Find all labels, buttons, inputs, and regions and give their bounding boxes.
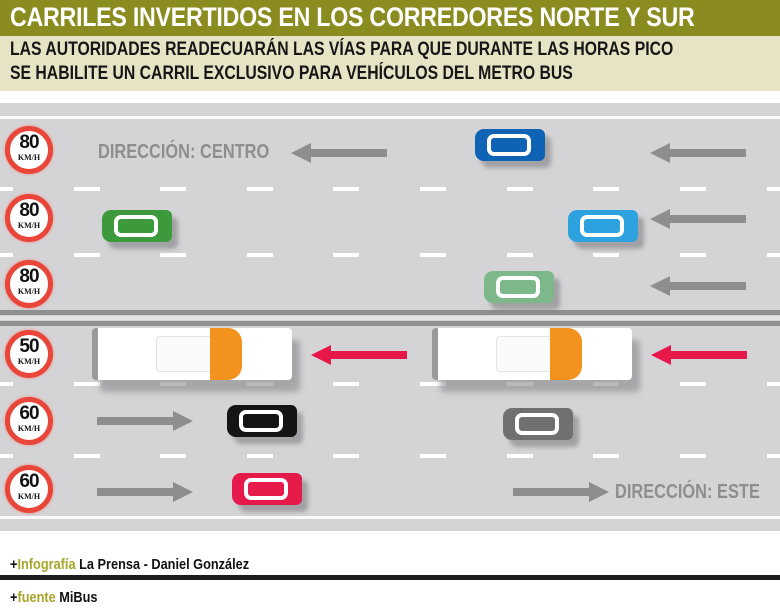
car-green xyxy=(102,210,172,242)
arrow-left-icon xyxy=(650,143,746,163)
speed-limit-sign-lane-3: 80 KM/H xyxy=(5,260,53,308)
direction-label-centro: DIRECCIÓN: CENTRO xyxy=(98,141,270,163)
arrow-left-icon xyxy=(291,143,387,163)
credit-line: +Infografía La Prensa - Daniel González xyxy=(10,556,250,573)
metrobus-arrow-left-icon xyxy=(311,345,407,365)
car-gray xyxy=(503,408,573,440)
subtitle-band: LAS AUTORIDADES READECUARÁN LAS VÍAS PAR… xyxy=(0,36,780,91)
car-black xyxy=(227,405,297,437)
arrow-right-icon xyxy=(97,482,193,502)
speed-limit-sign-lane-4: 50 KM/H xyxy=(5,330,53,378)
car-light-blue xyxy=(568,210,638,242)
car-red xyxy=(232,473,302,505)
speed-limit-sign-lane-6: 60 KM/H xyxy=(5,465,53,513)
direction-label-este: DIRECCIÓN: ESTE xyxy=(615,481,760,503)
median-gap xyxy=(0,316,780,320)
median-line-top xyxy=(0,310,780,315)
infographic-title: CARRILES INVERTIDOS EN LOS CORREDORES NO… xyxy=(10,2,695,32)
road-edge-bottom xyxy=(0,516,780,519)
arrow-right-icon xyxy=(513,482,609,502)
title-bar: CARRILES INVERTIDOS EN LOS CORREDORES NO… xyxy=(0,0,780,36)
source-line: +fuente MiBus xyxy=(10,589,98,606)
credit-label: Infografía xyxy=(17,556,76,573)
subtitle-line-1: LAS AUTORIDADES READECUARÁN LAS VÍAS PAR… xyxy=(10,39,674,60)
footer-divider xyxy=(0,575,780,580)
arrow-left-icon xyxy=(650,209,746,229)
car-blue xyxy=(475,129,545,161)
metro-bus xyxy=(432,328,632,380)
metrobus-arrow-left-icon xyxy=(651,345,747,365)
car-pale-green xyxy=(484,271,554,303)
road-edge-top xyxy=(0,116,780,119)
source-text: MiBus xyxy=(55,589,98,606)
speed-limit-sign-lane-5: 60 KM/H xyxy=(5,397,53,445)
arrow-left-icon xyxy=(650,276,746,296)
subtitle-line-2: SE HABILITE UN CARRIL EXCLUSIVO PARA VEH… xyxy=(10,63,573,84)
credit-text: La Prensa - Daniel González xyxy=(75,556,250,573)
source-label: fuente xyxy=(17,589,56,606)
speed-limit-sign-lane-1: 80 KM/H xyxy=(5,126,53,174)
median-line-bottom xyxy=(0,321,780,326)
speed-limit-sign-lane-2: 80 KM/H xyxy=(5,194,53,242)
metro-bus xyxy=(92,328,292,380)
arrow-right-icon xyxy=(97,411,193,431)
